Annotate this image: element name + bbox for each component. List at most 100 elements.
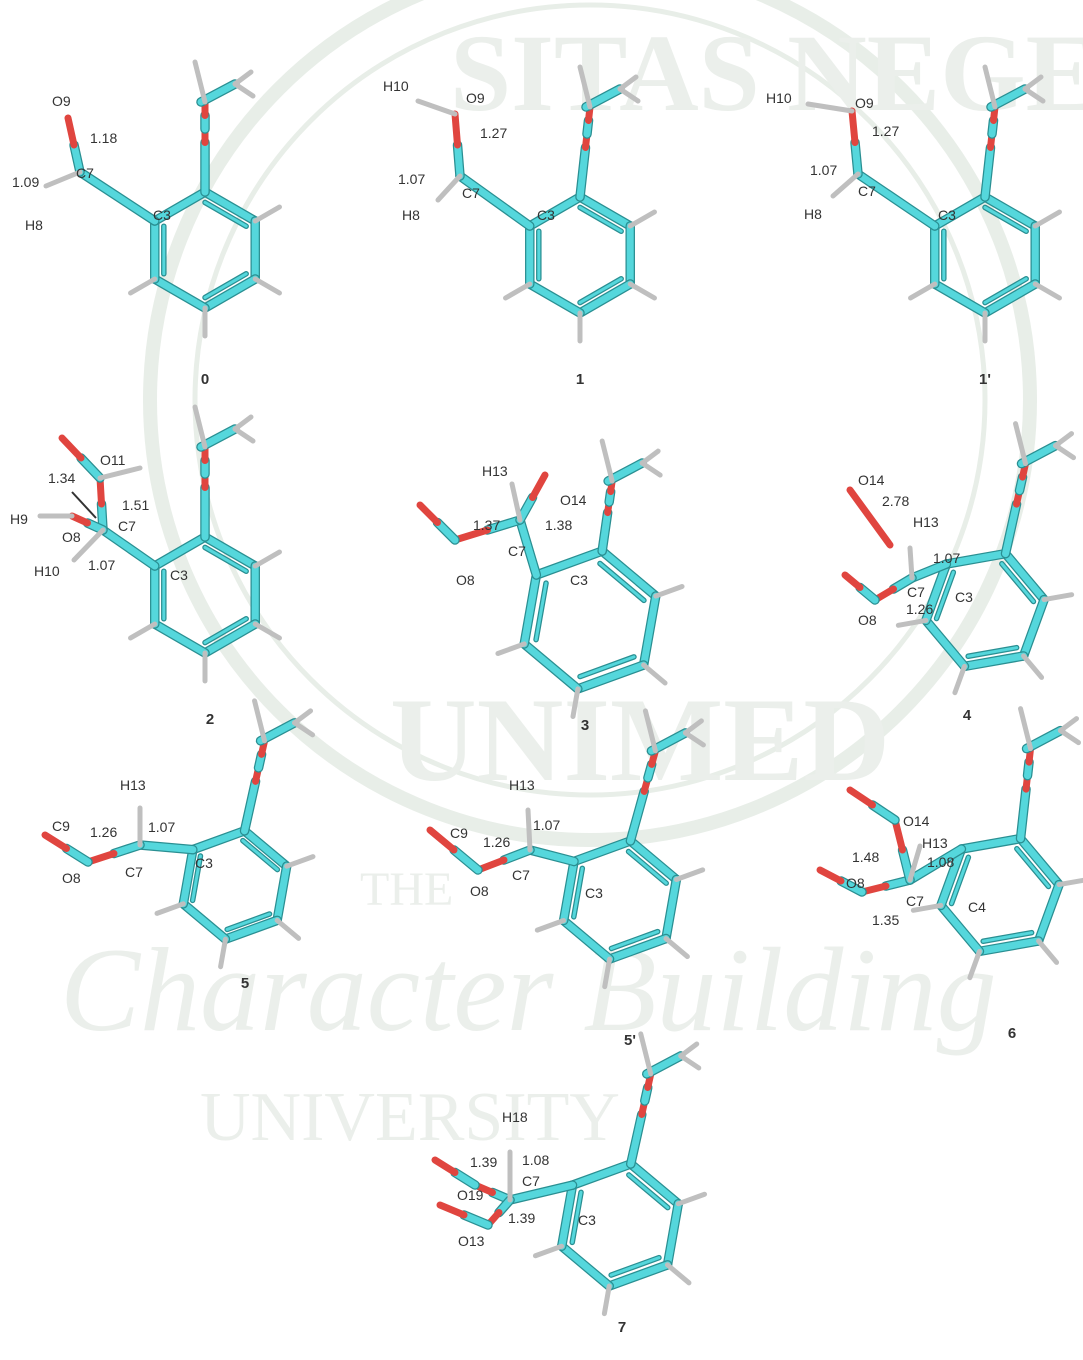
ring-bond — [520, 640, 582, 693]
ring-inner-bond — [534, 581, 548, 642]
o13-methyl-c-half — [460, 1211, 492, 1229]
atom-label: C7 — [907, 584, 925, 600]
hydroxy-c-o-c-half — [851, 139, 862, 178]
o19-methyl-c-half — [451, 1169, 479, 1189]
ring-inner-bond — [598, 561, 646, 602]
methyl-h — [678, 1053, 702, 1071]
ring-bond — [937, 901, 983, 955]
ring-bond — [576, 280, 634, 317]
atom-label: C3 — [955, 589, 973, 605]
methyl-h — [617, 74, 639, 92]
ring-inner-bond — [950, 855, 970, 906]
c7-o8-c-half — [110, 841, 144, 857]
o11-methyl-o-half — [58, 434, 85, 462]
methyl-h — [599, 438, 615, 484]
ring-hydrogen — [503, 281, 533, 301]
ring-inner-bond — [570, 1190, 583, 1244]
ring-inner-bond — [627, 850, 668, 885]
atom-label: O14 — [858, 472, 885, 488]
ring-inner-bond — [191, 854, 202, 902]
structure-caption: 7 — [618, 1319, 626, 1336]
methyl-h — [682, 718, 704, 736]
structure-caption: 1 — [576, 371, 584, 388]
atom-label: 1.07 — [398, 171, 425, 187]
ring-bond — [626, 837, 680, 883]
atom-label: 1.51 — [122, 497, 149, 513]
ring-hydrogen — [274, 917, 302, 941]
ring-bond — [922, 616, 968, 670]
ring-hydrogen — [252, 621, 282, 641]
atom-label: O19 — [457, 1187, 484, 1203]
atom-label: O9 — [52, 93, 71, 109]
methoxy-bond — [626, 787, 648, 845]
atom-label: C7 — [522, 1173, 540, 1189]
atom-label: C7 — [125, 864, 143, 880]
ring-inner-bond — [203, 545, 248, 573]
substituent-bond — [906, 845, 965, 884]
methyl-h — [1053, 443, 1077, 461]
watermark-arc-bottom: UNIMED — [390, 673, 890, 806]
ring-hydrogen — [910, 902, 944, 913]
aldehyde-h — [43, 169, 83, 189]
atom-label: O8 — [470, 883, 489, 899]
methoxy-bond — [598, 509, 612, 555]
hydroxy-c-o-o-half — [451, 110, 461, 149]
watermark-line1: THE — [360, 863, 453, 916]
ring-hydrogen — [673, 867, 706, 882]
atom-label: C9 — [52, 818, 70, 834]
ring-inner-bond — [203, 617, 248, 645]
atom-label: 1.07 — [933, 550, 960, 566]
substituent-bond — [456, 172, 534, 230]
ring-bond — [937, 845, 965, 909]
c7-h13 — [907, 545, 915, 581]
ring-bond — [179, 900, 229, 943]
ring-bond — [662, 875, 680, 943]
o13-methyl-o-half — [436, 1201, 468, 1219]
methyl-h — [1058, 728, 1082, 746]
ring-inner-bond — [983, 205, 1028, 233]
atom-label: 1.27 — [480, 125, 507, 141]
ring-bond — [569, 1160, 635, 1189]
atom-label: H13 — [922, 835, 948, 851]
ring-hydrogen — [653, 583, 685, 599]
atom-label: C3 — [570, 572, 588, 588]
atom-label: C3 — [938, 207, 956, 223]
atom-label: 1.07 — [533, 817, 560, 833]
methyl-h — [232, 426, 256, 444]
ring-bond — [975, 937, 1043, 955]
ring-bond — [558, 1181, 577, 1250]
ring-bond — [922, 560, 950, 624]
ring-hydrogen — [495, 641, 527, 657]
structure-caption: 5 — [241, 975, 249, 992]
structure-caption: 4 — [963, 707, 972, 724]
atom-label: O14 — [903, 813, 930, 829]
atom-label: 1.07 — [148, 819, 175, 835]
methyl-h — [639, 448, 661, 466]
c7-o14-c-half — [899, 846, 914, 884]
ring-inner-bond — [578, 655, 636, 679]
atom-label: H13 — [913, 514, 939, 530]
methoxy-bond — [241, 777, 260, 835]
atom-label: 1.18 — [90, 130, 117, 146]
o8-c9-c-half — [450, 846, 482, 874]
c7-h13 — [525, 807, 533, 853]
ring-bond — [574, 661, 648, 693]
ring-bond — [605, 1261, 671, 1290]
ring-bond — [151, 188, 209, 225]
ring-hydrogen — [252, 276, 282, 296]
o8-c9-c-half — [63, 845, 92, 866]
atom-label: O9 — [466, 90, 485, 106]
structure-caption: 5' — [624, 1032, 636, 1049]
ring-inner-bond — [981, 931, 1034, 943]
ring-hydrogen — [601, 1283, 612, 1317]
ring-hydrogen — [1032, 281, 1062, 301]
o19-methyl-o-half — [431, 1156, 459, 1176]
methoxy-bond — [576, 144, 589, 201]
atom-label: O11 — [100, 452, 126, 468]
c7-h13 — [907, 843, 923, 883]
atom-label: O9 — [855, 95, 874, 111]
ring-bond — [576, 193, 634, 230]
ring-bond — [526, 280, 584, 317]
